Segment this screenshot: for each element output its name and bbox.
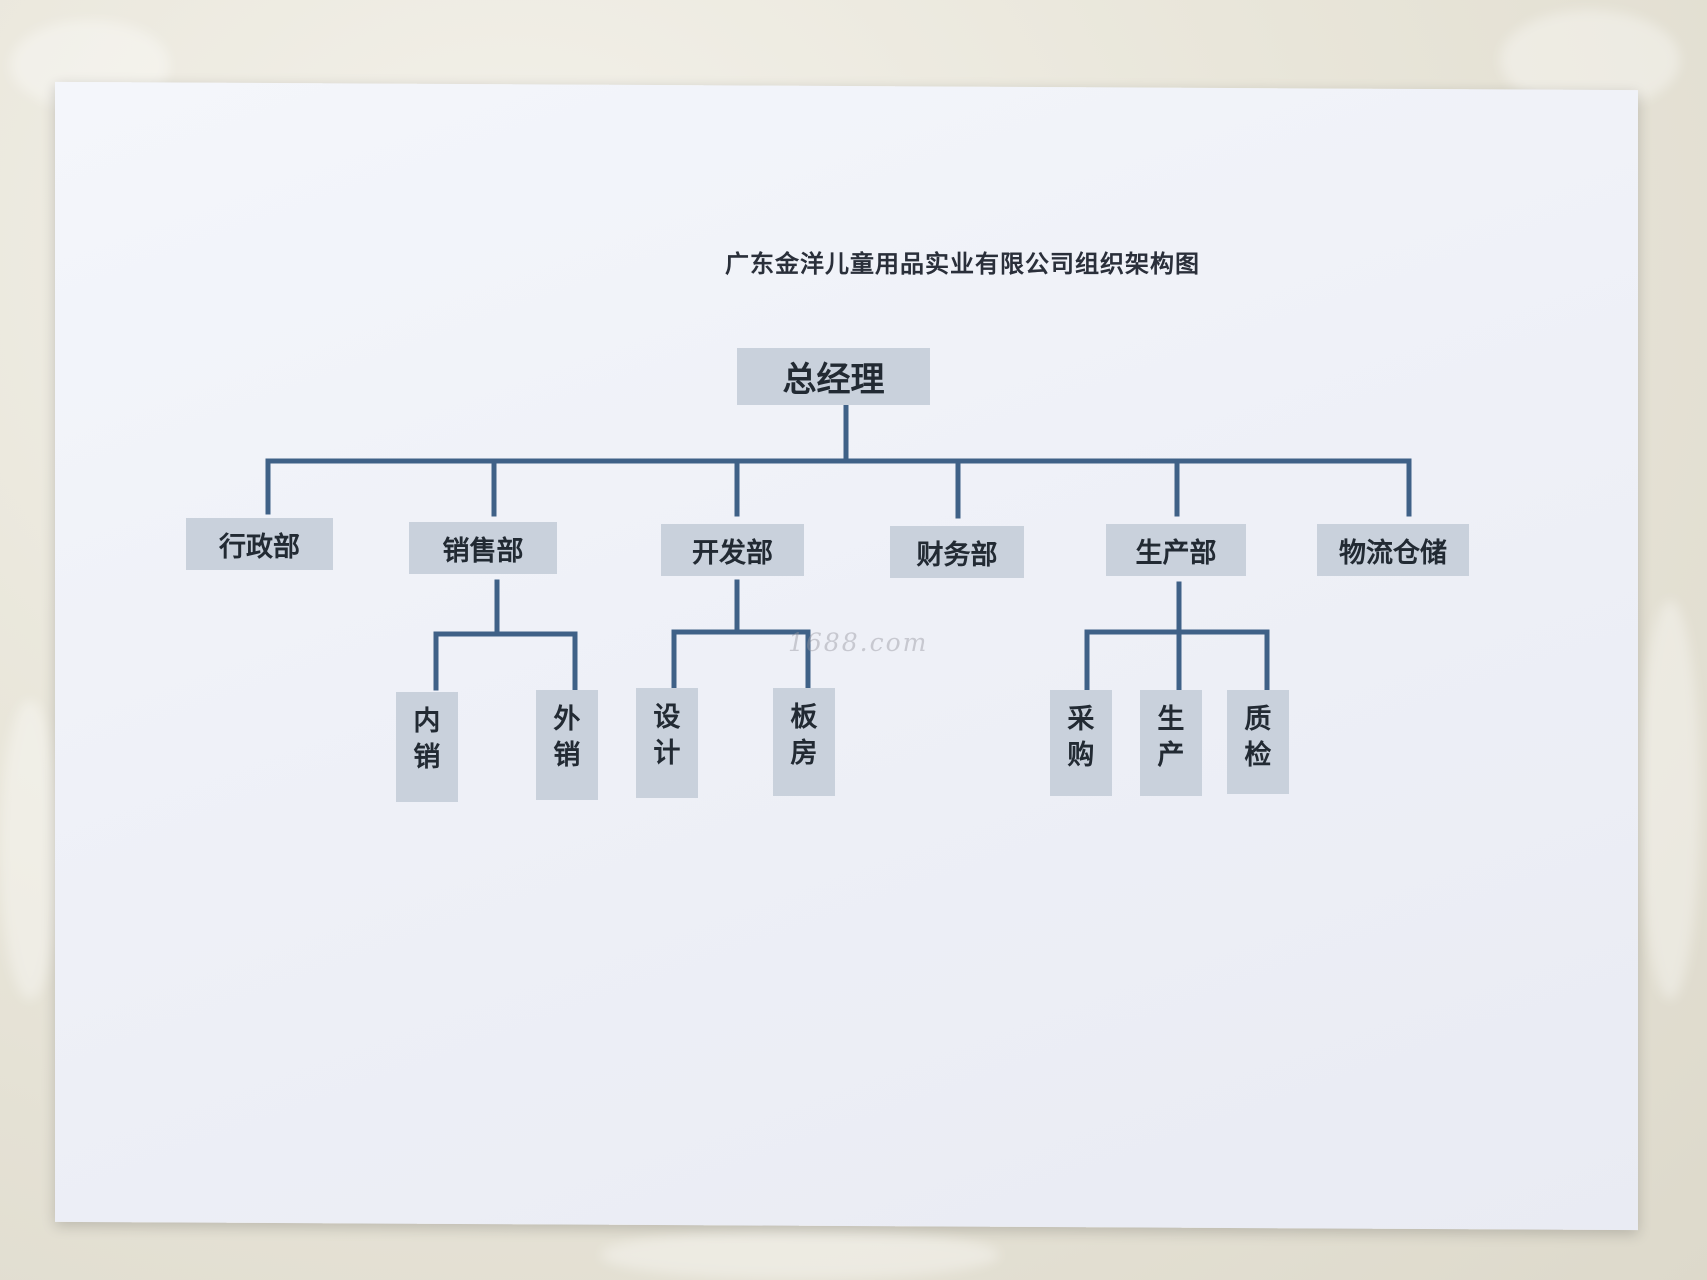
dept-node-production: 生产部 <box>1106 524 1246 576</box>
subunit-node-design: 设计 <box>636 688 698 798</box>
dept-node-admin: 行政部 <box>186 518 333 570</box>
dept-node-logistics: 物流仓储 <box>1317 524 1469 576</box>
root-node: 总经理 <box>737 348 930 405</box>
dept-node-dev: 开发部 <box>661 524 804 576</box>
dept-node-sales: 销售部 <box>409 522 557 574</box>
subunit-node-purchasing: 采购 <box>1050 690 1112 796</box>
dept-node-finance: 财务部 <box>890 526 1024 578</box>
subunit-node-manufacturing: 生产 <box>1140 690 1202 796</box>
chart-title: 广东金洋儿童用品实业有限公司组织架构图 <box>725 249 1200 278</box>
subunit-node-quality-check: 质检 <box>1227 690 1289 794</box>
watermark: 1688.com <box>788 628 929 657</box>
subunit-node-export-sales: 外销 <box>536 690 598 800</box>
subunit-node-domestic-sales: 内销 <box>396 692 458 802</box>
subunit-node-sample-room: 板房 <box>773 688 835 796</box>
